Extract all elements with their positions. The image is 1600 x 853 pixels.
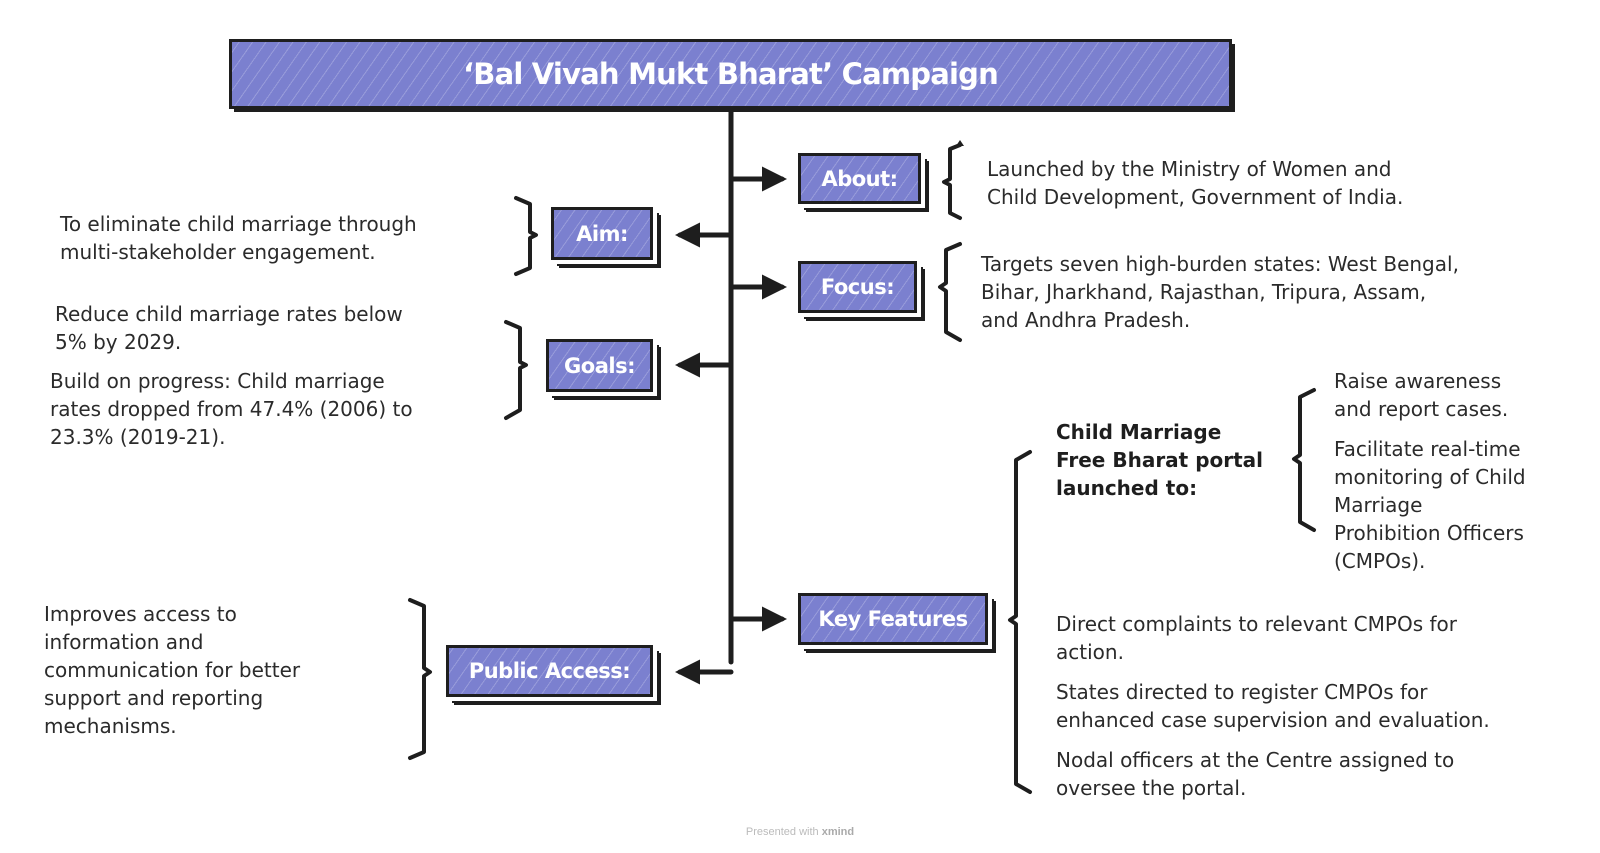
portal-line: Marriage xyxy=(1334,493,1423,517)
portal-line: and report cases. xyxy=(1334,397,1509,421)
topic-about[interactable]: About: xyxy=(798,153,921,204)
portal-item-1: Raise awareness and report cases. xyxy=(1334,367,1508,423)
central-topic[interactable]: ‘Bal Vivah Mukt Bharat’ Campaign xyxy=(229,39,1232,109)
focus-text: Targets seven high-burden states: West B… xyxy=(981,250,1459,334)
central-topic-label: ‘Bal Vivah Mukt Bharat’ Campaign xyxy=(463,57,999,91)
topic-focus-label: Focus: xyxy=(820,275,895,299)
topic-about-label: About: xyxy=(821,166,898,191)
key-feature-line: Direct complaints to relevant CMPOs for xyxy=(1056,612,1457,636)
public-access-line: Improves access to xyxy=(44,602,237,626)
public-access-line: mechanisms. xyxy=(44,714,177,738)
public-access-line: communication for better xyxy=(44,658,301,682)
key-feature-item-2: States directed to register CMPOs for en… xyxy=(1056,678,1490,734)
public-access-line: information and xyxy=(44,630,204,654)
public-access-line: support and reporting xyxy=(44,686,264,710)
aim-text: To eliminate child marriage through mult… xyxy=(60,210,417,266)
key-feature-line: Nodal officers at the Centre assigned to xyxy=(1056,748,1455,772)
goals-line: 23.3% (2019-21). xyxy=(50,425,226,449)
brace-portal xyxy=(1292,388,1316,532)
footer-brand: xmind xyxy=(821,826,855,838)
brace-about xyxy=(942,143,962,220)
brace-goals xyxy=(504,320,528,420)
portal-line: monitoring of Child xyxy=(1334,465,1526,489)
key-feature-item-1: Direct complaints to relevant CMPOs for … xyxy=(1056,610,1457,666)
portal-heading-line: Free Bharat portal xyxy=(1056,448,1264,472)
portal-heading: Child Marriage Free Bharat portal launch… xyxy=(1056,418,1263,502)
goals-line: Reduce child marriage rates below xyxy=(55,302,403,326)
footer-prefix: Presented with xyxy=(745,826,819,838)
portal-heading-line: Child Marriage xyxy=(1056,420,1222,444)
brace-public-access xyxy=(408,598,432,760)
topic-goals[interactable]: Goals: xyxy=(546,339,653,392)
topic-public-access[interactable]: Public Access: xyxy=(446,645,653,697)
key-feature-line: enhanced case supervision and evaluation… xyxy=(1056,708,1490,732)
portal-line: (CMPOs). xyxy=(1334,549,1426,573)
topic-goals-label: Goals: xyxy=(564,353,635,378)
brace-focus xyxy=(938,242,962,342)
goals-line: rates dropped from 47.4% (2006) to xyxy=(50,397,413,421)
brace-key-features xyxy=(1008,450,1032,794)
footer-attribution: Presented with xmind xyxy=(0,826,1600,838)
aim-line: multi-stakeholder engagement. xyxy=(60,240,376,264)
focus-line: and Andhra Pradesh. xyxy=(981,308,1191,332)
goals-item-2: Build on progress: Child marriage rates … xyxy=(50,367,413,451)
topic-public-access-label: Public Access: xyxy=(468,659,631,683)
topic-focus[interactable]: Focus: xyxy=(798,261,917,313)
topic-aim[interactable]: Aim: xyxy=(551,207,653,260)
about-line: Launched by the Ministry of Women and xyxy=(987,157,1392,181)
portal-line: Prohibition Officers xyxy=(1334,521,1524,545)
portal-line: Raise awareness xyxy=(1334,369,1502,393)
goals-line: Build on progress: Child marriage xyxy=(50,369,385,393)
focus-line: Targets seven high-burden states: West B… xyxy=(981,252,1459,276)
about-text: Launched by the Ministry of Women and Ch… xyxy=(987,155,1403,211)
topic-key-features-label: Key Features xyxy=(818,607,968,631)
topic-aim-label: Aim: xyxy=(576,221,628,246)
goals-item-1: Reduce child marriage rates below 5% by … xyxy=(55,300,403,356)
key-feature-item-3: Nodal officers at the Centre assigned to… xyxy=(1056,746,1454,802)
public-access-text: Improves access to information and commu… xyxy=(44,600,300,740)
key-feature-line: action. xyxy=(1056,640,1124,664)
key-feature-line: oversee the portal. xyxy=(1056,776,1247,800)
key-feature-line: States directed to register CMPOs for xyxy=(1056,680,1428,704)
topic-key-features[interactable]: Key Features xyxy=(798,593,988,645)
goals-line: 5% by 2029. xyxy=(55,330,182,354)
about-line: Child Development, Government of India. xyxy=(987,185,1404,209)
brace-aim xyxy=(514,196,538,276)
portal-item-2: Facilitate real-time monitoring of Child… xyxy=(1334,435,1526,575)
portal-heading-line: launched to: xyxy=(1056,476,1198,500)
focus-line: Bihar, Jharkhand, Rajasthan, Tripura, As… xyxy=(981,280,1427,304)
portal-line: Facilitate real-time xyxy=(1334,437,1521,461)
aim-line: To eliminate child marriage through xyxy=(60,212,417,236)
